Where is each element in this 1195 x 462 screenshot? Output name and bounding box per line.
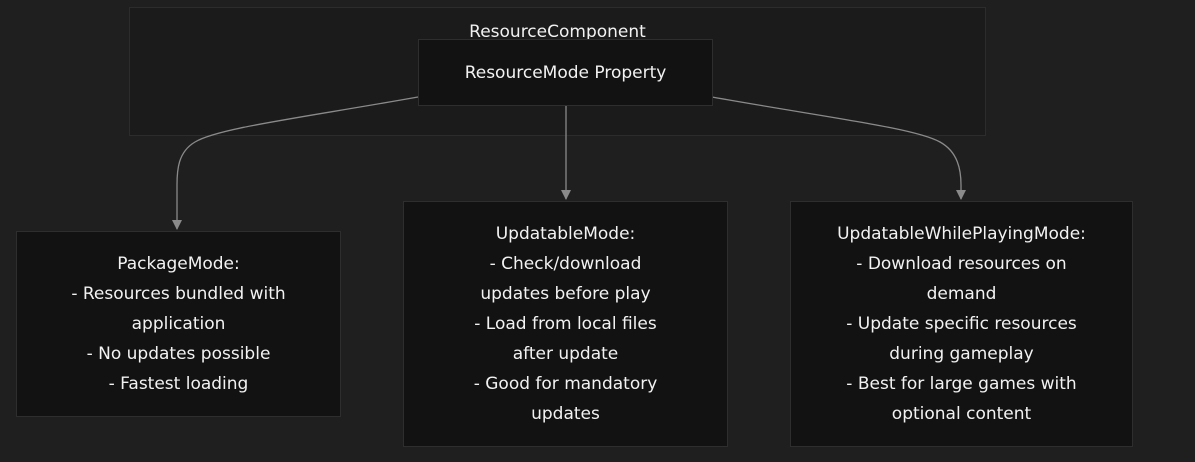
updatable-mode-line: UpdatableMode: — [495, 224, 636, 244]
updatable-while-playing-mode-line: demand — [926, 284, 997, 304]
updatable-while-playing-mode-node: UpdatableWhilePlayingMode: - Download re… — [790, 201, 1133, 447]
package-mode-line: - Resources bundled with — [71, 284, 286, 304]
package-mode-line: - No updates possible — [86, 344, 271, 364]
package-mode-line: PackageMode: — [117, 254, 240, 274]
updatable-mode-line: updates — [531, 404, 600, 424]
updatable-while-playing-mode-line: during gameplay — [889, 344, 1034, 364]
updatable-mode-line: after update — [512, 344, 619, 364]
updatable-while-playing-mode-line: - Best for large games with — [846, 374, 1077, 394]
updatable-while-playing-mode-line: - Update specific resources — [846, 314, 1077, 334]
updatable-mode-line: updates before play — [480, 284, 651, 304]
updatable-while-playing-mode-line: optional content — [891, 404, 1032, 424]
updatable-while-playing-mode-line: - Download resources on — [856, 254, 1067, 274]
resource-mode-property-node: ResourceMode Property — [418, 39, 713, 106]
package-mode-line: application — [131, 314, 226, 334]
updatable-mode-node: UpdatableMode: - Check/download updates … — [403, 201, 728, 447]
updatable-mode-line: - Good for mandatory — [473, 374, 658, 394]
edge-to-package-mode — [172, 96, 419, 230]
updatable-while-playing-mode-line: UpdatableWhilePlayingMode: — [837, 224, 1086, 244]
resource-mode-property-label: ResourceMode Property — [464, 62, 667, 83]
edge-to-updatable-while-playing-mode — [711, 96, 966, 200]
resource-component-cluster: ResourceComponent — [129, 7, 986, 136]
cluster-title: ResourceComponent — [469, 22, 646, 42]
package-mode-node: PackageMode: - Resources bundled with ap… — [16, 231, 341, 417]
updatable-mode-line: - Load from local files — [474, 314, 657, 334]
updatable-mode-line: - Check/download — [489, 254, 642, 274]
package-mode-line: - Fastest loading — [108, 374, 249, 394]
